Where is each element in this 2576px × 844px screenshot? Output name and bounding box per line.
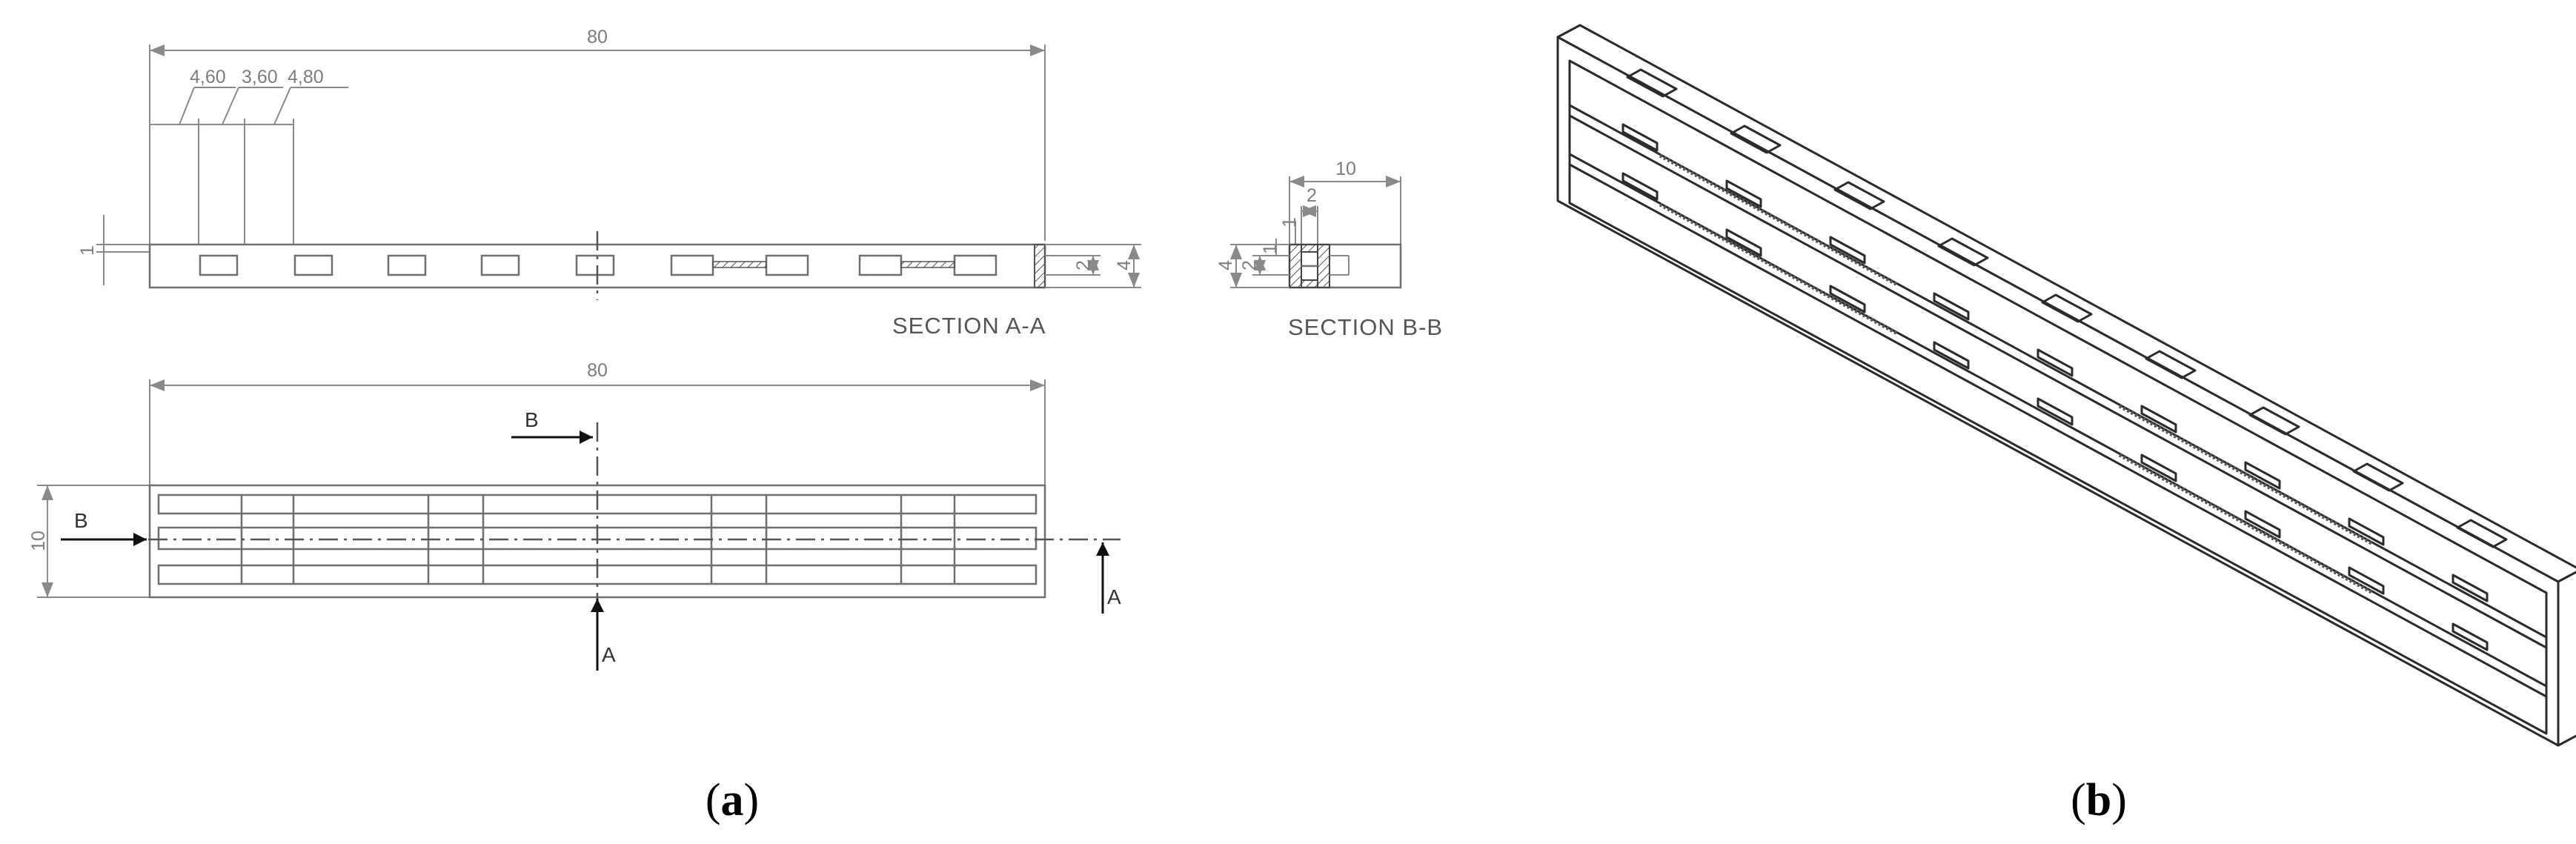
arrow-letter-a-right: A xyxy=(1107,585,1121,608)
isometric-view xyxy=(1556,24,2576,747)
dim-plan-width: 10 xyxy=(28,531,49,551)
section-a-a-windows xyxy=(199,254,997,276)
dim-pitch-2: 3,60 xyxy=(242,67,278,87)
section-a-a-label: SECTION A-A xyxy=(892,313,1046,339)
dim-secb-width: 10 xyxy=(1335,159,1356,179)
dim-top-overall: 80 xyxy=(587,27,608,47)
dim-pitch-1: 4,60 xyxy=(190,67,226,87)
arrow-letter-a-bottom: A xyxy=(602,643,616,666)
dim-secb-inner: 2 xyxy=(1239,260,1260,270)
dim-secb-slot: 2 xyxy=(1307,185,1317,206)
dim-plan-overall: 80 xyxy=(587,360,608,381)
caption-b: (b) xyxy=(2071,775,2127,825)
iso-top-windows xyxy=(1626,68,2508,548)
section-a-a-view: 80 4,60 3,60 4,80 1 xyxy=(77,27,1141,339)
dim-secb-rib-left: 1 xyxy=(1260,244,1281,254)
plan-view: 80 10 B B A A xyxy=(28,360,1121,671)
section-b-b-view: 10 2 1 4 2 1 SECTION B-B xyxy=(1215,159,1443,340)
arrow-letter-b-left: B xyxy=(74,509,88,532)
dim-height-inner: 2 xyxy=(1073,260,1094,270)
section-b-b-label: SECTION B-B xyxy=(1288,314,1443,340)
dim-height-left: 1 xyxy=(77,245,98,256)
dim-pitch-3: 4,80 xyxy=(288,67,324,87)
dim-secb-rib: 1 xyxy=(1279,217,1300,227)
dim-height-outer: 4 xyxy=(1114,260,1135,270)
dim-secb-outer: 4 xyxy=(1215,260,1236,270)
arrow-letter-b-top: B xyxy=(525,408,539,431)
caption-a: (a) xyxy=(706,775,759,825)
iso-rail-windows xyxy=(1621,123,2489,651)
